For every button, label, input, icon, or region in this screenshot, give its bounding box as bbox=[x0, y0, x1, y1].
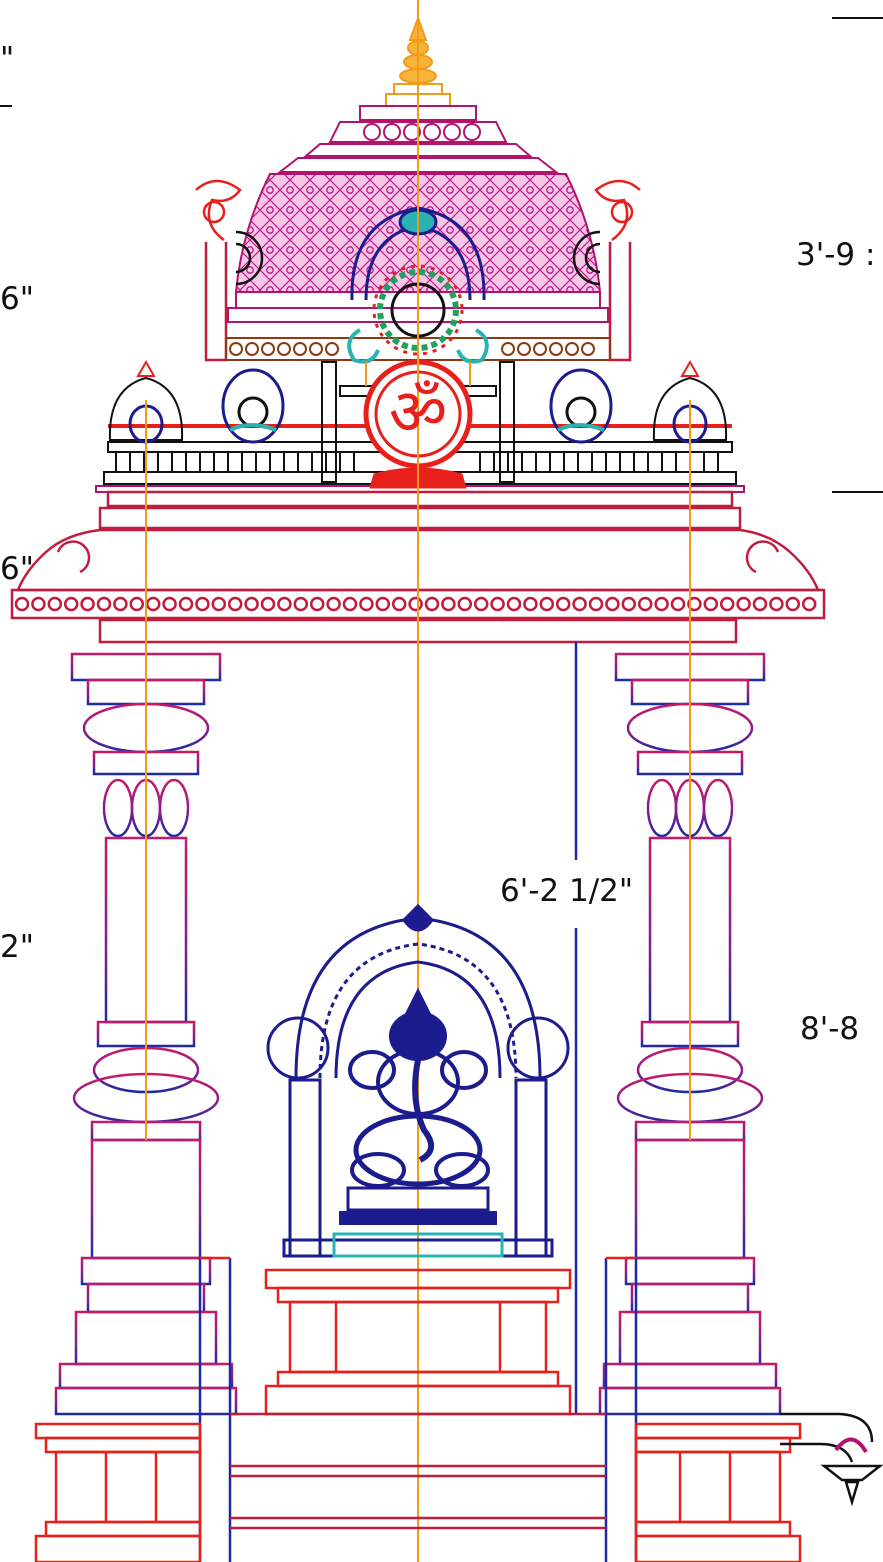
centerlines bbox=[145, 0, 691, 1562]
dimension-label-right-upper: 3'-9 : bbox=[796, 237, 876, 273]
ganesha-idol bbox=[339, 987, 497, 1225]
dimension-ticks bbox=[0, 17, 883, 493]
dimension-label-left-eave: 6" bbox=[0, 551, 34, 587]
base-plinth bbox=[34, 1412, 802, 1562]
dimension-label-right-lower: 8'-8 bbox=[800, 1011, 860, 1047]
dimension-label-left-upper: 6" bbox=[0, 281, 34, 317]
dimension-label-clearance: 6'-2 1/2" bbox=[500, 873, 634, 909]
spout-lamp bbox=[780, 1412, 883, 1507]
kirtimukha-ornaments bbox=[128, 206, 708, 444]
sanctum-walls bbox=[198, 1256, 638, 1562]
dimension-label-top-left: " bbox=[0, 41, 15, 77]
dimension-label-left-pillar: 2" bbox=[0, 929, 34, 965]
corner-mini-domes bbox=[108, 359, 728, 441]
dome-side-scrolls bbox=[195, 179, 641, 362]
om-symbol: ॐ bbox=[388, 376, 448, 450]
prabhavali-arch bbox=[266, 903, 570, 1258]
